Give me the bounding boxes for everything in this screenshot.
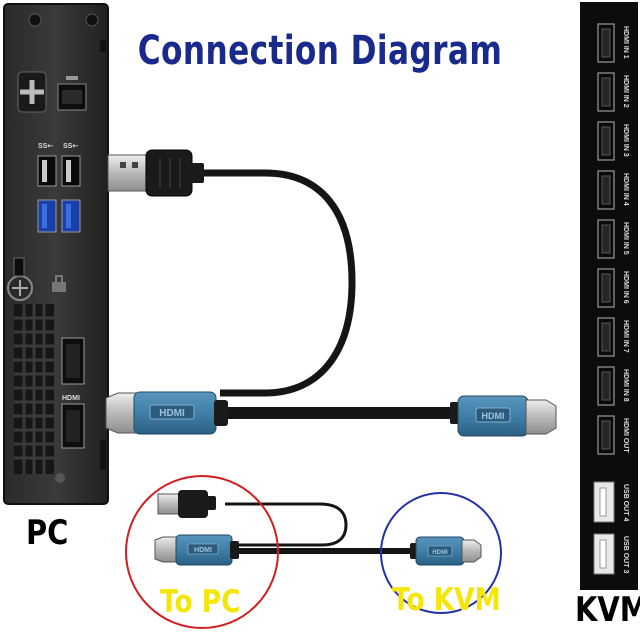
kvm-port-label: HDMI IN 7 xyxy=(622,320,629,353)
main-cable: HDMI HDMI xyxy=(105,149,557,437)
kvm-usb-label: USB OUT 4 xyxy=(622,484,629,521)
inset-cable: HDMI HDMI xyxy=(125,475,502,629)
svg-text:HDMI: HDMI xyxy=(62,395,80,402)
kvm-hdmi-ports: HDMI IN 1 HDMI IN 2 HDMI IN 3 HDMI IN 4 HDMI… xyxy=(597,23,629,455)
inset-hdmi-connector-to-kvm-icon: HDMI xyxy=(410,536,482,566)
kvm-label: KVM xyxy=(575,590,640,630)
svg-text:HDMI: HDMI xyxy=(159,408,185,419)
pc-hdmi-port: HDMI xyxy=(61,395,85,449)
ethernet-port-icon xyxy=(57,76,87,111)
kvm-hdmi-port: HDMI IN 3 xyxy=(597,121,629,161)
kvm-port-label: HDMI IN 4 xyxy=(622,173,629,206)
kvm-hdmi-port: HDMI IN 8 xyxy=(597,366,629,406)
kvm-port-label: HDMI IN 5 xyxy=(622,222,629,255)
svg-text:SS⇠: SS⇠ xyxy=(38,143,53,150)
to-kvm-highlight-circle xyxy=(380,492,502,614)
kvm-port-label: HDMI OUT xyxy=(622,418,629,453)
to-pc-highlight-circle xyxy=(125,475,279,629)
kvm-usb-ports: USB OUT 4 USB OUT 3 xyxy=(593,481,629,575)
kvm-usb-label: USB OUT 3 xyxy=(622,536,629,573)
kvm-hdmi-port: HDMI IN 4 xyxy=(597,170,629,210)
pc-rear-panel: SS⇠ SS⇠ HDMI xyxy=(3,3,109,505)
power-port-icon xyxy=(17,71,47,113)
inset-hdmi-connector-to-pc-icon: HDMI xyxy=(154,534,239,566)
usb-a-connector-icon xyxy=(107,149,204,197)
to-pc-label: To PC xyxy=(160,584,241,620)
pc-usb-ports: SS⇠ SS⇠ xyxy=(37,143,81,233)
pc-displayport-icon xyxy=(61,337,85,385)
hdmi-connector-to-kvm-icon: HDMI xyxy=(450,395,557,437)
kvm-hdmi-port: HDMI IN 7 xyxy=(597,317,629,357)
to-kvm-label: To KVM xyxy=(392,582,501,618)
pc-label: PC xyxy=(26,513,69,553)
kvm-port-label: HDMI IN 1 xyxy=(622,26,629,59)
kvm-hdmi-port: HDMI IN 1 xyxy=(597,23,629,63)
svg-text:HDMI: HDMI xyxy=(432,550,448,556)
kvm-port-label: HDMI IN 6 xyxy=(622,271,629,304)
svg-text:HDMI: HDMI xyxy=(194,547,212,554)
svg-text:HDMI: HDMI xyxy=(482,411,505,421)
hdmi-connector-to-pc-icon: HDMI xyxy=(105,391,228,435)
kvm-switch-panel: HDMI IN 1 HDMI IN 2 HDMI IN 3 HDMI IN 4 HDMI… xyxy=(580,2,638,590)
kvm-hdmi-port: HDMI IN 5 xyxy=(597,219,629,259)
pc-vent-grid xyxy=(14,304,54,474)
kvm-usb-port: USB OUT 3 xyxy=(593,533,629,575)
kvm-hdmi-port: HDMI IN 2 xyxy=(597,72,629,112)
kvm-hdmi-port: HDMI IN 6 xyxy=(597,268,629,308)
kvm-hdmi-port: HDMI OUT xyxy=(597,415,629,455)
kvm-port-label: HDMI IN 2 xyxy=(622,75,629,108)
kvm-usb-port: USB OUT 4 xyxy=(593,481,629,523)
kvm-port-label: HDMI IN 3 xyxy=(622,124,629,157)
svg-text:SS⇠: SS⇠ xyxy=(63,143,78,150)
diagram-title: Connection Diagram xyxy=(137,28,503,74)
inset-usb-a-connector-icon xyxy=(157,490,216,518)
kvm-port-label: HDMI IN 8 xyxy=(622,369,629,402)
